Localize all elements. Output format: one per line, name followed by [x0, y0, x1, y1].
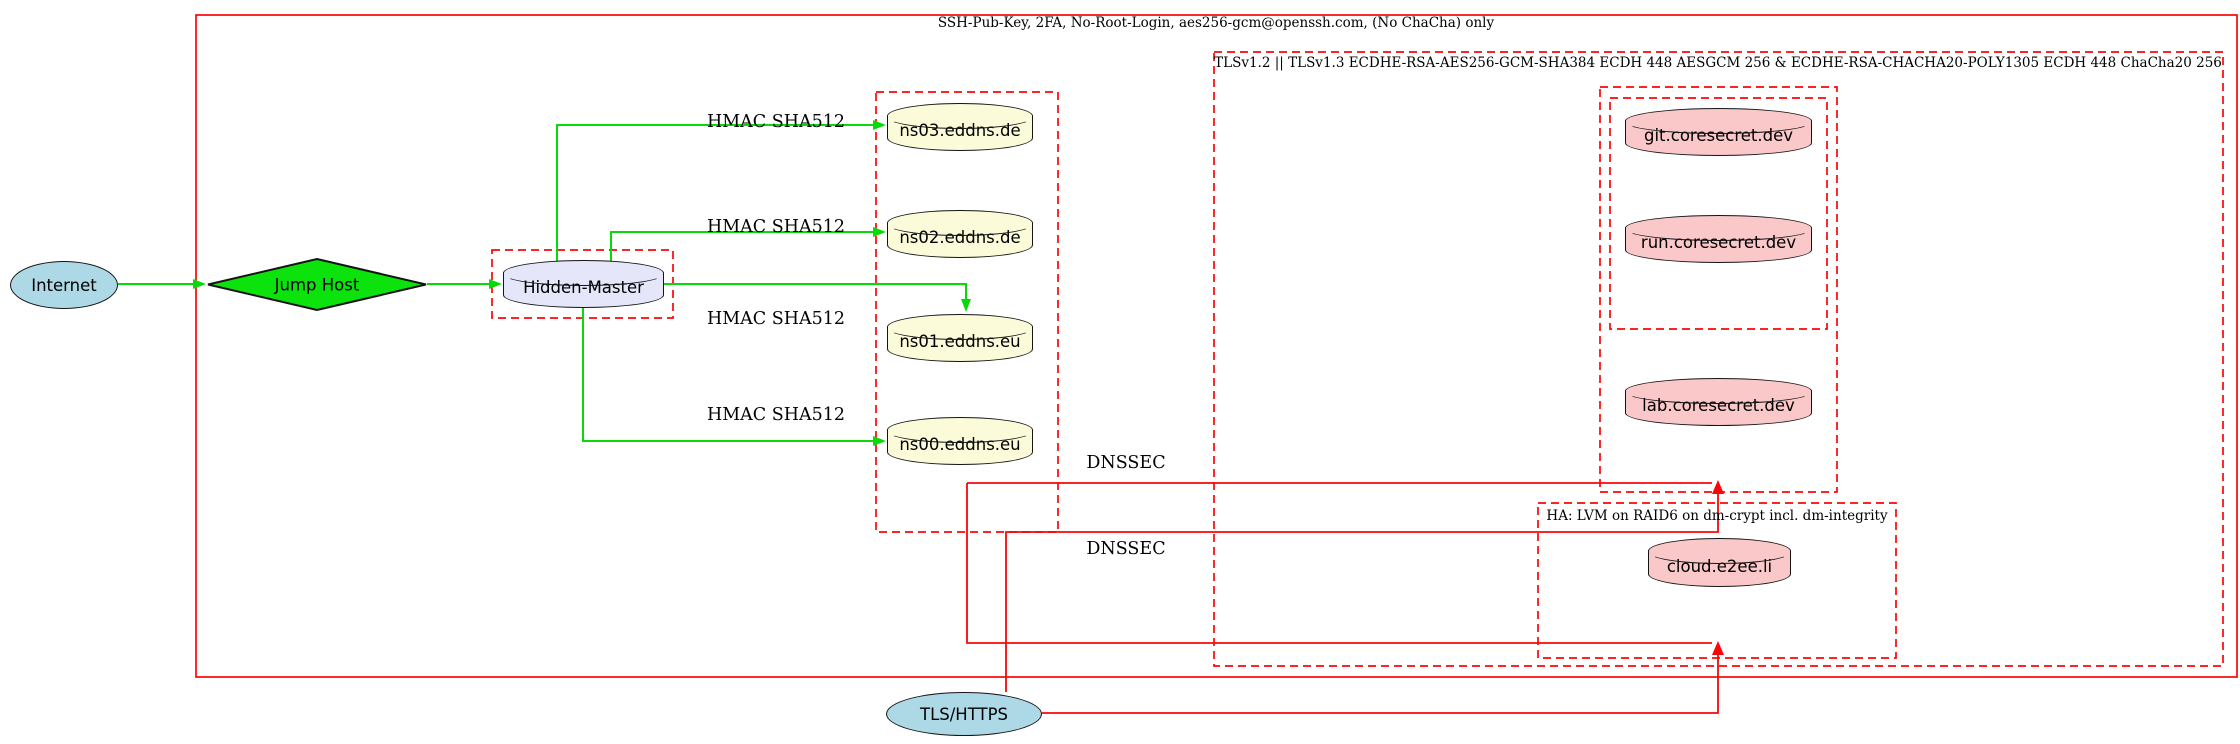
edge-label-hmac-ns00: HMAC SHA512: [706, 405, 846, 425]
edge-hiddenmaster-ns00: [582, 306, 873, 442]
node-tls-https-label: TLS/HTTPS: [919, 704, 1008, 724]
node-hidden-master: Hidden-Master: [503, 260, 664, 308]
node-ns01: ns01.eddns.eu: [887, 314, 1033, 362]
arrowhead-ha: [1712, 641, 1724, 655]
node-internet-label: Internet: [31, 275, 97, 295]
node-run: run.coresecret.dev: [1625, 215, 1812, 263]
arrowhead-ns00: [873, 436, 886, 446]
arrowhead-coresecret: [1712, 480, 1724, 494]
coresecret-inner-cluster-box: [1609, 97, 1828, 330]
edge-label-hmac-ns03: HMAC SHA512: [706, 112, 846, 132]
node-tls-https: TLS/HTTPS: [886, 692, 1042, 736]
node-jump-host: Jump Host: [207, 257, 427, 312]
node-ns03-label: ns03.eddns.de: [899, 121, 1021, 140]
tls-cluster-label: TLSv1.2 || TLSv1.3 ECDHE-RSA-AES256-GCM-…: [1214, 55, 2222, 71]
node-ns03: ns03.eddns.de: [887, 103, 1033, 151]
arrowhead-hiddenmaster: [489, 279, 502, 289]
node-cloud-label: cloud.e2ee.li: [1666, 556, 1773, 576]
tls-cluster-box: [1213, 51, 2224, 667]
edge-hiddenmaster-ns01: [664, 283, 967, 299]
node-ns00-label: ns00.eddns.eu: [899, 435, 1021, 454]
arrowhead-ns02: [873, 227, 886, 237]
edge-label-dnssec-top: DNSSEC: [1086, 453, 1166, 473]
node-internet: Internet: [10, 261, 118, 309]
node-lab: lab.coresecret.dev: [1625, 378, 1812, 426]
node-git-label: git.coresecret.dev: [1643, 126, 1793, 145]
node-run-label: run.coresecret.dev: [1640, 233, 1797, 252]
edge-label-dnssec-bottom: DNSSEC: [1086, 539, 1166, 559]
diamond-shape: [207, 257, 427, 312]
edge-hiddenmaster-ns03: [556, 124, 873, 261]
ha-cluster-label: HA: LVM on RAID6 on dm-crypt incl. dm-in…: [1546, 508, 1888, 524]
node-ns02-label: ns02.eddns.de: [899, 228, 1021, 247]
edge-label-hmac-ns01: HMAC SHA512: [706, 309, 846, 329]
arrowhead-jumphost: [193, 279, 206, 289]
ssh-cluster-box: [195, 14, 2238, 678]
node-git: git.coresecret.dev: [1625, 108, 1812, 156]
node-ns01-label: ns01.eddns.eu: [899, 332, 1021, 351]
edge-hiddenmaster-ns02: [610, 231, 873, 261]
edge-dnssec-to-ha: [966, 483, 1712, 644]
ssh-cluster-label: SSH-Pub-Key, 2FA, No-Root-Login, aes256-…: [937, 15, 1495, 31]
arrowhead-ns03: [873, 120, 886, 130]
node-ns00: ns00.eddns.eu: [887, 417, 1033, 465]
node-cloud: cloud.e2ee.li: [1648, 538, 1791, 587]
node-hidden-master-label: Hidden-Master: [523, 278, 644, 297]
node-lab-label: lab.coresecret.dev: [1642, 396, 1795, 415]
ha-cluster-box: [1537, 502, 1897, 659]
node-ns02: ns02.eddns.de: [887, 210, 1033, 258]
node-jump-host-label: Jump Host: [274, 275, 360, 294]
arrowhead-ns01: [961, 299, 971, 312]
edge-label-hmac-ns02: HMAC SHA512: [706, 217, 846, 237]
edge-tlshttps-to-ha: [1042, 655, 1719, 714]
dns-cluster-box: [875, 91, 1059, 533]
edge-tlshttps-to-coresecret: [1005, 494, 1719, 692]
